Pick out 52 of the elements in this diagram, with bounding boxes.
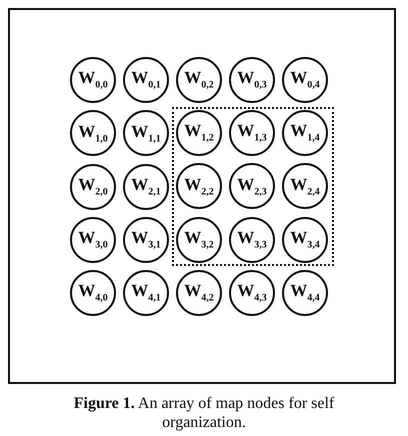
node-label: W$_{2,4}$	[290, 176, 320, 197]
node-label: W$_{1,3}$	[237, 122, 267, 144]
node-label: W$_{2,1}$	[131, 176, 161, 198]
node-label: W$_{0,1}$	[131, 69, 161, 91]
node-label: W$_{0,4}$	[290, 69, 320, 91]
map-node	[176, 163, 222, 210]
node-label: W$_{0,0}$	[78, 69, 108, 91]
map-node	[229, 216, 275, 263]
dotted-region	[172, 107, 334, 266]
map-node	[123, 216, 169, 263]
node-label: W$_{4,3}$	[237, 282, 267, 304]
node-label: W$_{4,4}$	[290, 282, 320, 304]
node-label: W$_{3,0}$	[78, 229, 108, 251]
map-node	[123, 164, 169, 210]
figure-caption: Figure 1. An array of map nodes for self organization.	[72, 394, 336, 432]
map-node	[229, 110, 275, 156]
map-node	[282, 216, 328, 263]
map-node	[282, 110, 328, 156]
node-label: W$_{4,1}$	[131, 282, 161, 304]
node-label: W$_{0,2}$	[184, 69, 214, 91]
map-node	[229, 270, 275, 316]
node-label: W$_{2,3}$	[237, 176, 267, 197]
map-node	[70, 164, 116, 210]
map-node	[176, 110, 222, 156]
map-node	[176, 270, 222, 316]
node-label: W$_{2,2}$	[184, 176, 214, 197]
node-label: W$_{4,0}$	[78, 282, 108, 304]
map-node	[282, 163, 328, 210]
node-label: W$_{3,4}$	[290, 228, 320, 250]
map-node	[123, 270, 169, 316]
map-node	[282, 57, 328, 103]
map-node	[176, 57, 222, 103]
node-label: W$_{4,2}$	[184, 282, 214, 304]
map-node	[70, 216, 116, 263]
node-label: W$_{1,0}$	[78, 122, 108, 144]
node-label: W$_{3,1}$	[131, 229, 161, 251]
map-node	[229, 163, 275, 210]
map-node	[123, 110, 169, 156]
map-node	[229, 57, 275, 103]
node-label: W$_{1,4}$	[290, 122, 320, 144]
node-label: W$_{3,3}$	[237, 228, 267, 250]
node-label: W$_{2,0}$	[78, 176, 108, 198]
node-label: W$_{1,2}$	[184, 122, 214, 144]
map-node	[70, 57, 116, 103]
node-label: W$_{1,1}$	[131, 122, 161, 144]
map-node	[176, 216, 222, 263]
map-node	[70, 270, 116, 316]
node-label: W$_{0,3}$	[237, 69, 267, 91]
node-label: W$_{3,2}$	[184, 228, 214, 250]
map-node	[70, 110, 116, 156]
map-node	[123, 57, 169, 103]
map-node	[282, 270, 328, 316]
